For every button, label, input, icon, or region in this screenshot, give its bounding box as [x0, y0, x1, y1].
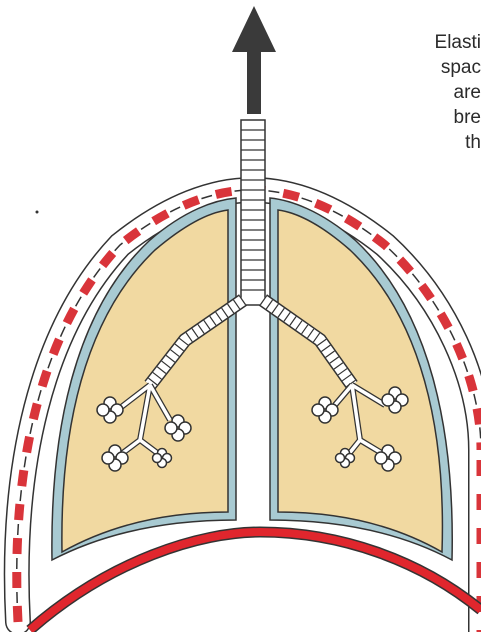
caption-line-3: are	[381, 80, 481, 105]
trachea	[241, 120, 265, 305]
stray-dot	[36, 211, 39, 214]
caption-line-5: th	[381, 130, 481, 155]
caption-line-4: bre	[381, 105, 481, 130]
caption-line-1: Elasti	[381, 30, 481, 55]
caption-line-2: spac	[381, 55, 481, 80]
upward-arrow-icon	[232, 6, 276, 114]
diaphragm	[30, 532, 481, 630]
caption-text: Elasti spac are bre th	[381, 30, 481, 155]
